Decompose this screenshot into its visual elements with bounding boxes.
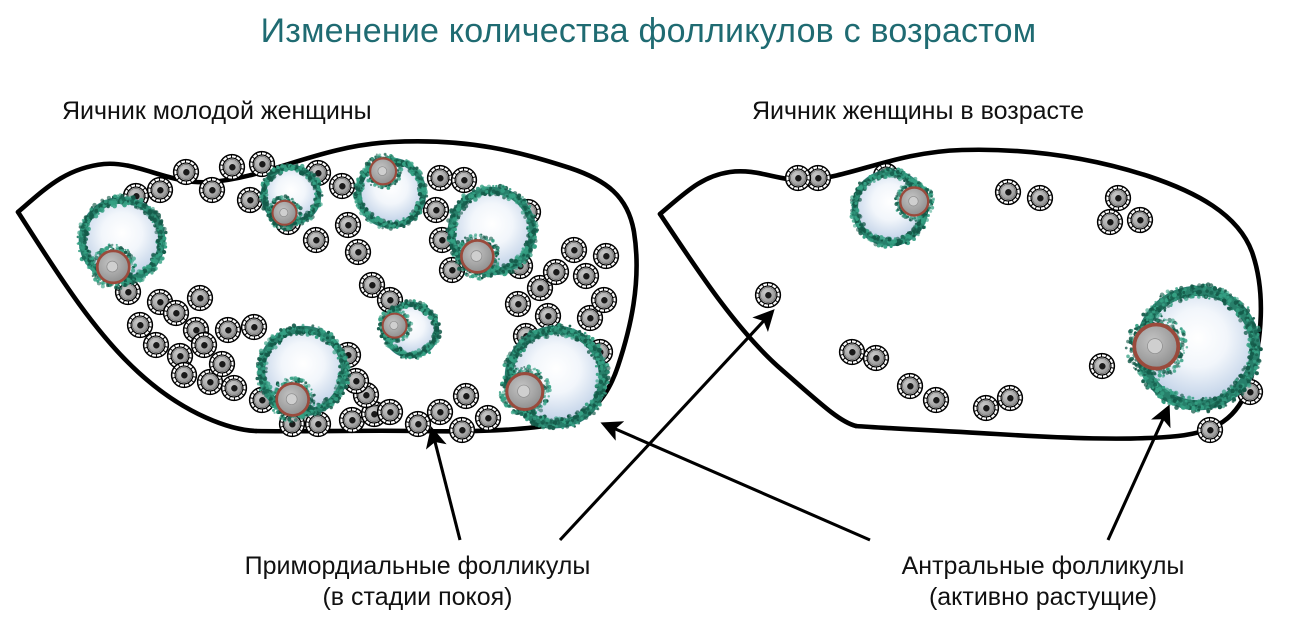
arrow-antral-right <box>1106 404 1171 541</box>
primordial-follicle <box>146 176 174 204</box>
primordial-follicle <box>170 361 198 389</box>
callout-antral-line1: Антральные фолликулы <box>901 552 1185 580</box>
page-title: Изменение количества фолликулов с возрас… <box>260 12 1037 50</box>
primordial-follicle <box>996 384 1024 412</box>
primordial-follicle <box>526 274 554 302</box>
primordial-follicle <box>1104 184 1132 212</box>
primordial-follicle <box>754 281 782 309</box>
primordial-follicle <box>534 302 562 330</box>
primordial-follicle <box>1196 416 1224 444</box>
primordial-follicle <box>1096 208 1124 236</box>
primordial-follicle <box>448 416 476 444</box>
primordial-follicle <box>208 350 236 378</box>
callout-antral-line2: (активно растущие) <box>928 583 1158 612</box>
primordial-follicle <box>302 226 330 254</box>
primordial-follicle <box>572 262 600 290</box>
antral-follicle <box>849 167 936 249</box>
primordial-follicle <box>218 153 246 181</box>
primordial-follicle <box>994 178 1022 206</box>
follicles-layer <box>76 150 1264 444</box>
primordial-follicle <box>862 344 890 372</box>
primordial-follicle <box>422 196 450 224</box>
primordial-follicle <box>186 284 214 312</box>
primordial-follicle <box>560 236 588 264</box>
primordial-follicle <box>248 150 276 178</box>
primordial-follicle <box>576 304 604 332</box>
primordial-follicle <box>334 211 362 239</box>
primordial-follicle <box>220 374 248 402</box>
callout-primordial-follicles: Примордиальные фолликулы (в стадии покоя… <box>205 551 630 614</box>
primordial-follicle <box>426 164 454 192</box>
antral-follicle <box>76 193 168 291</box>
panel-heading-aged-ovary: Яичник женщины в возрасте <box>752 97 1085 125</box>
arrow-antral-left <box>600 421 871 542</box>
primordial-follicle <box>426 398 454 426</box>
primordial-follicle <box>190 331 218 359</box>
arrow-primordial-right <box>558 309 775 542</box>
primordial-follicle <box>838 338 866 366</box>
antral-follicle <box>1124 282 1263 414</box>
primordial-follicle <box>972 394 1000 422</box>
primordial-follicle <box>452 382 480 410</box>
primordial-follicle <box>474 404 502 432</box>
primordial-follicle <box>784 164 812 192</box>
primordial-follicle <box>896 372 924 400</box>
primordial-follicle <box>338 406 366 434</box>
primordial-follicle <box>236 186 264 214</box>
primordial-follicle <box>404 410 432 438</box>
panel-heading-young-ovary: Яичник молодой женщины <box>62 97 372 125</box>
primordial-follicle <box>450 166 478 194</box>
antral-follicle <box>498 322 611 431</box>
primordial-follicle <box>162 299 190 327</box>
primordial-follicle <box>214 316 242 344</box>
primordial-follicle <box>172 158 200 186</box>
primordial-follicle <box>114 278 142 306</box>
primordial-follicle <box>504 290 532 318</box>
primordial-follicle <box>376 398 404 426</box>
antral-follicle <box>445 183 539 281</box>
follicles-young <box>76 150 620 444</box>
primordial-follicle <box>198 176 226 204</box>
primordial-follicle <box>1088 352 1116 380</box>
primordial-follicle <box>358 271 386 299</box>
primordial-follicle <box>592 242 620 270</box>
primordial-follicle <box>328 172 356 200</box>
antral-follicle <box>376 299 443 360</box>
antral-follicle <box>258 162 324 232</box>
primordial-follicle <box>922 386 950 414</box>
arrow-primordial-left <box>425 426 462 541</box>
ovary-outline-young <box>15 139 639 434</box>
primordial-follicle <box>1026 184 1054 212</box>
primordial-follicle <box>344 238 372 266</box>
callout-arrows <box>425 309 1171 542</box>
antral-follicle <box>255 323 352 424</box>
primordial-follicle <box>804 164 832 192</box>
antral-follicle <box>352 152 429 231</box>
primordial-follicle <box>126 311 154 339</box>
primordial-follicle <box>1126 206 1154 234</box>
callout-antral-follicles: Антральные фолликулы (активно растущие) <box>868 551 1218 614</box>
callout-primordial-line2: (в стадии покоя) <box>322 583 513 612</box>
callout-primordial-line1: Примордиальные фолликулы <box>244 552 591 580</box>
follicles-aged <box>754 162 1264 444</box>
primordial-follicle <box>542 258 570 286</box>
primordial-follicle <box>240 313 268 341</box>
primordial-follicle <box>590 286 618 314</box>
primordial-follicle <box>142 331 170 359</box>
